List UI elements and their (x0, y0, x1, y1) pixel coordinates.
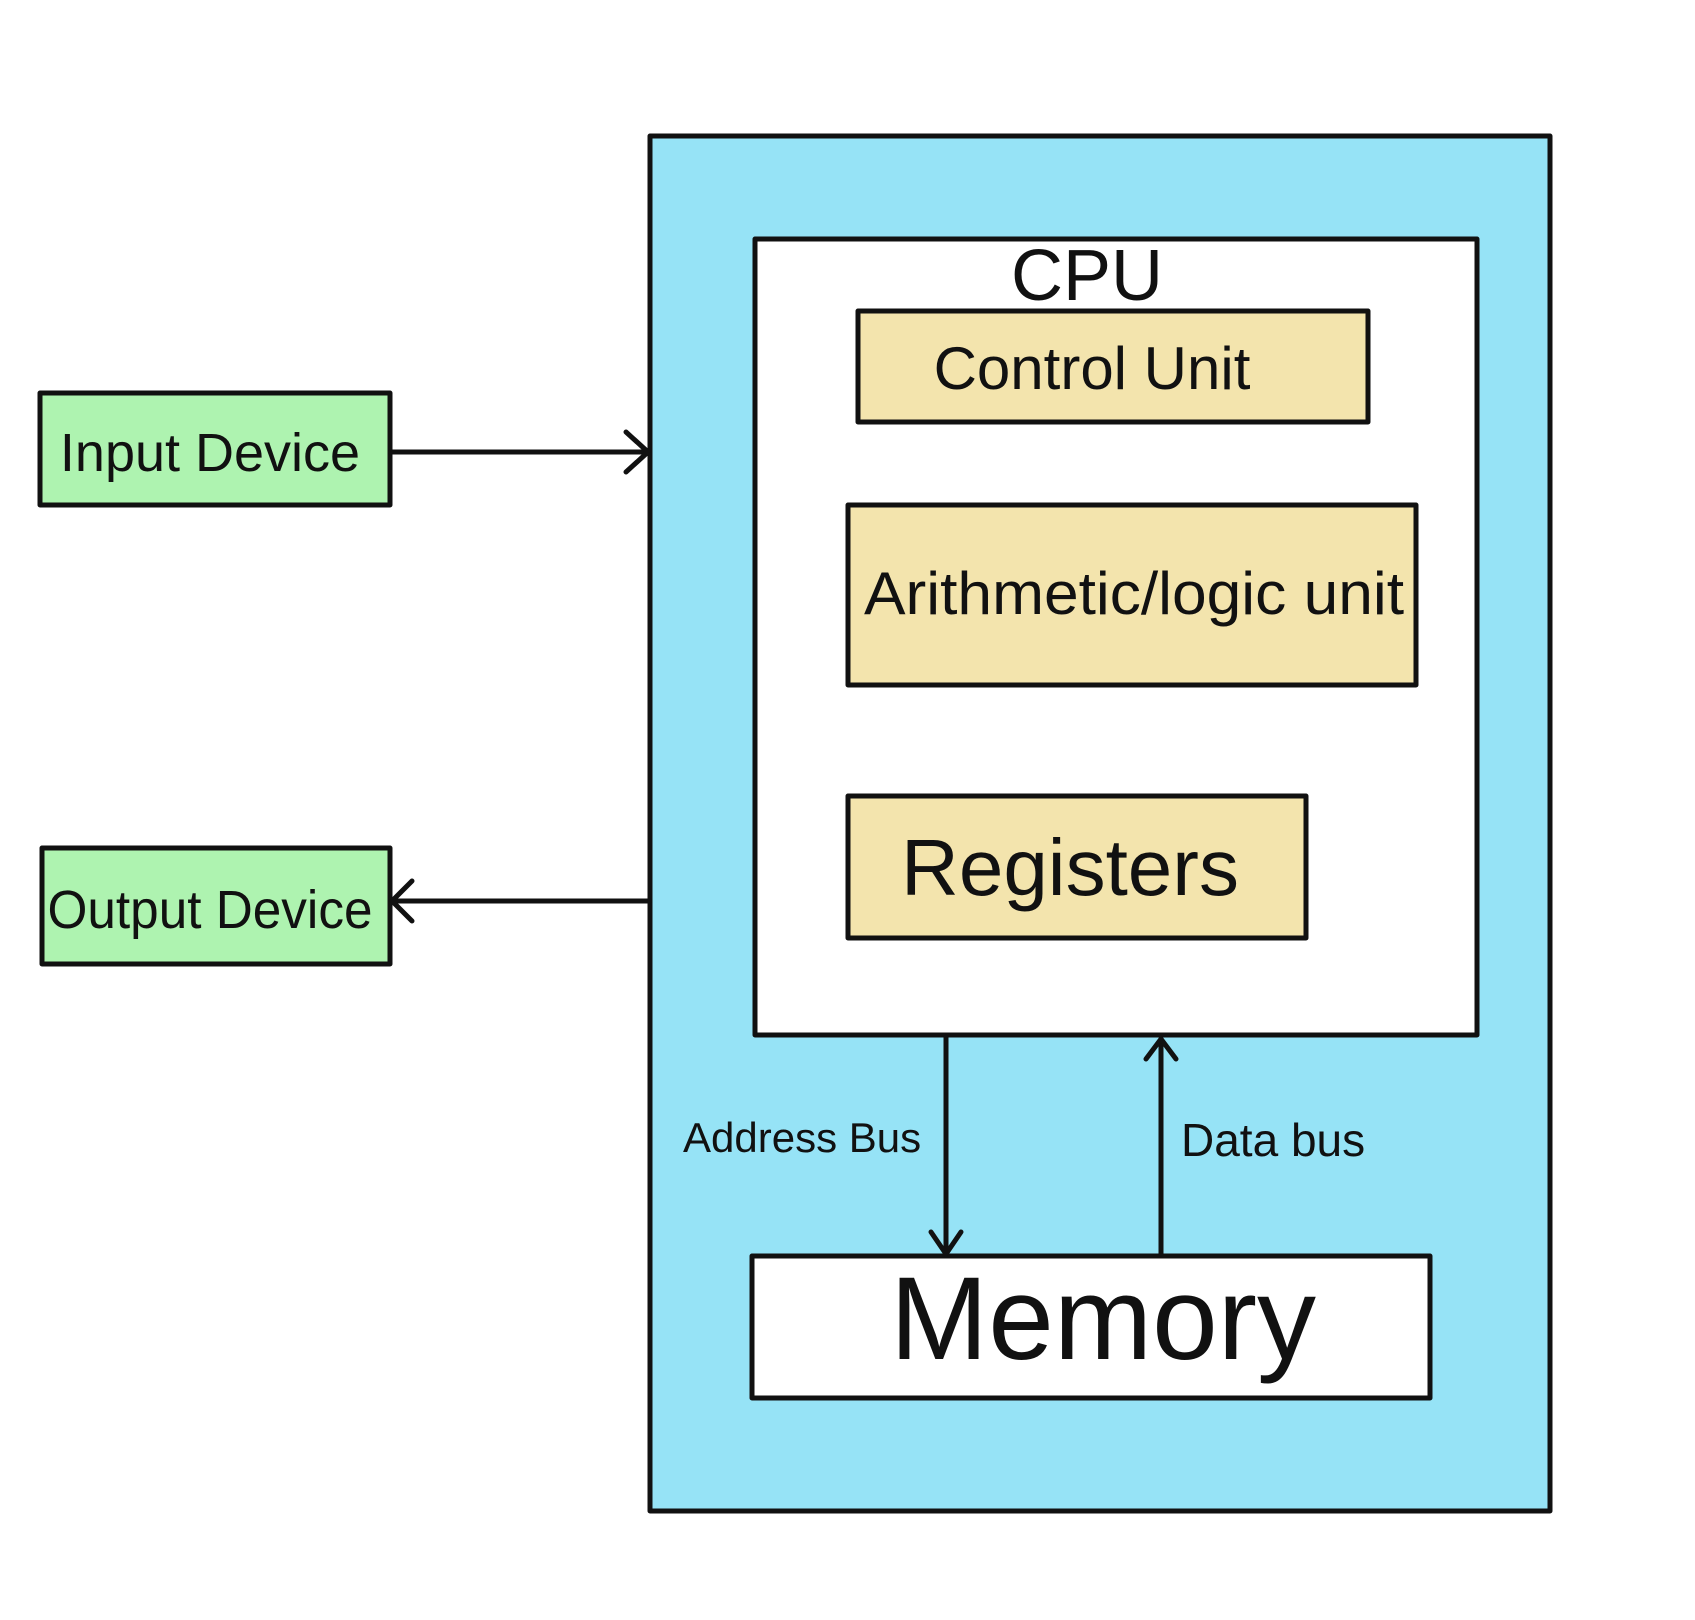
data-bus-label: Data bus (1181, 1114, 1365, 1166)
output-device-box (39, 845, 393, 967)
output-arrowhead (389, 878, 415, 924)
input-arrowhead (623, 429, 651, 475)
alu-box (845, 502, 1419, 688)
control-unit-box (855, 308, 1371, 425)
alu-label: Arithmetic/logic unit (864, 560, 1404, 627)
control-unit-label: Control Unit (934, 335, 1251, 402)
registers-label: Registers (901, 823, 1239, 912)
memory-box (749, 1253, 1433, 1401)
registers-box (845, 793, 1309, 941)
memory-label: Memory (890, 1253, 1316, 1385)
address-bus-arrowhead (928, 1229, 964, 1257)
output-device-label: Output Device (48, 880, 373, 940)
input-device-box (37, 390, 393, 508)
input-device-label: Input Device (60, 423, 360, 483)
address-bus-label: Address Bus (683, 1114, 921, 1161)
data-bus-arrowhead (1143, 1036, 1179, 1062)
cpu-label: CPU (1011, 236, 1163, 316)
